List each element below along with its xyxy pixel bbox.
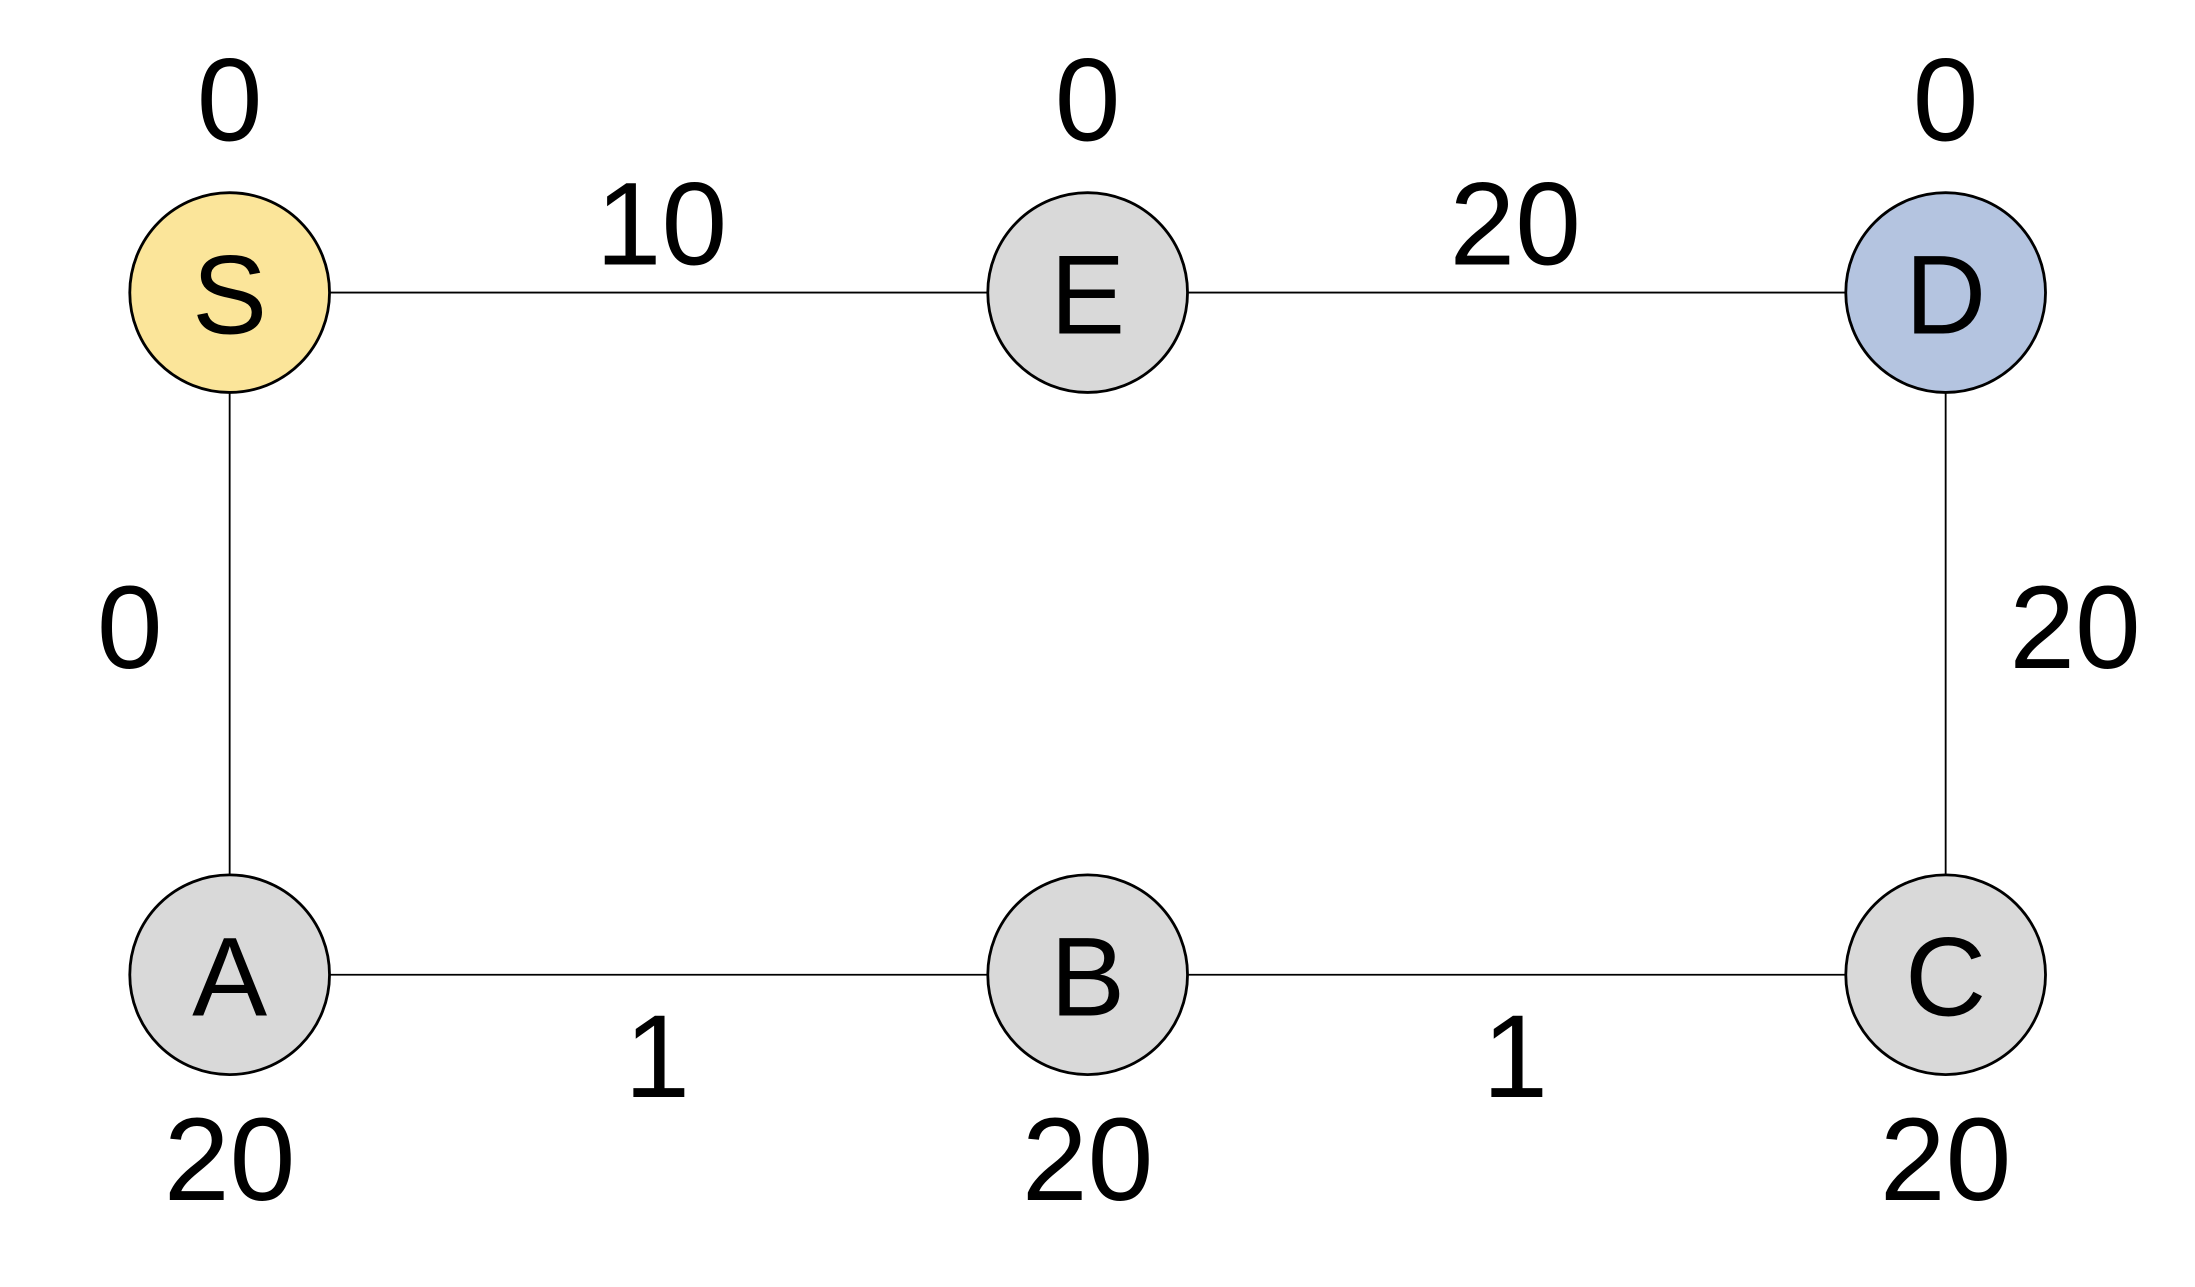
node-S: S0 xyxy=(128,35,331,394)
node-label: E xyxy=(1050,231,1125,357)
node-circle xyxy=(1844,191,2047,394)
node-D: D0 xyxy=(1844,35,2047,394)
node-label: B xyxy=(1050,914,1125,1040)
edge-weight-S-E: 10 xyxy=(596,158,727,290)
edges: 10 20 0 20 1 1 xyxy=(97,158,2141,1123)
node-value: 0 xyxy=(1913,35,1979,167)
node-value: 20 xyxy=(1022,1094,1153,1226)
node-label: D xyxy=(1905,231,1986,357)
edge-weight-A-B: 1 xyxy=(624,991,690,1123)
edge-weight-D-C: 20 xyxy=(2009,562,2140,694)
edge-weight-S-A: 0 xyxy=(97,562,163,694)
node-circle xyxy=(128,191,331,394)
node-value: 0 xyxy=(1055,35,1121,167)
node-E: E0 xyxy=(986,35,1189,394)
node-value: 20 xyxy=(164,1094,295,1226)
node-label: S xyxy=(192,231,267,357)
node-value: 20 xyxy=(1880,1094,2011,1226)
edge-weight-E-D: 20 xyxy=(1450,158,1581,290)
node-circle xyxy=(128,873,331,1077)
edge-weight-B-C: 1 xyxy=(1482,991,1548,1123)
node-B: B 20 xyxy=(986,873,1189,1226)
node-circle xyxy=(986,873,1189,1077)
node-C: C 20 xyxy=(1844,873,2047,1226)
node-label: C xyxy=(1905,914,1986,1040)
node-value: 0 xyxy=(197,35,263,167)
node-circle xyxy=(1844,873,2047,1077)
node-label: A xyxy=(192,914,267,1040)
node-circle xyxy=(986,191,1189,394)
node-A: A 20 xyxy=(128,873,331,1226)
